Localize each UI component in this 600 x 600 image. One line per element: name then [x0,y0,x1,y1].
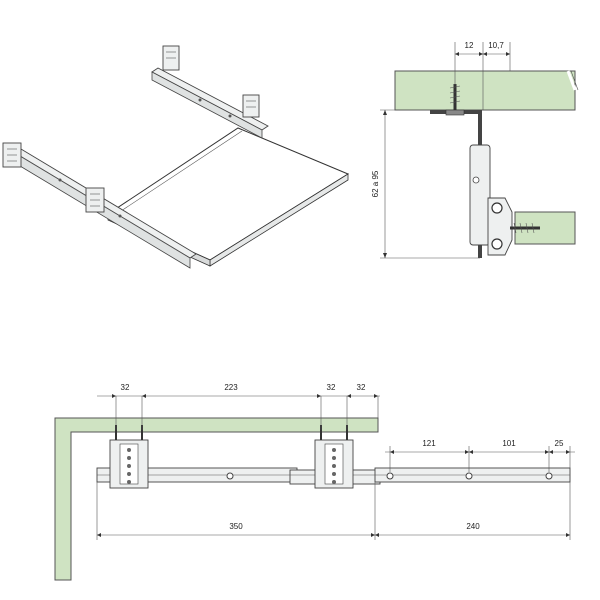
bracket-rear-left [85,187,105,213]
isometric-keyboard-tray [2,45,350,269]
dim-240: 240 [466,522,480,531]
dim-62-a-95: 62 a 95 [371,170,380,197]
dim-350: 350 [229,522,243,531]
desk-top-panel [394,70,576,111]
roller-icon [491,202,503,214]
bracket-rear-right [242,94,260,118]
screw-top-icon [445,84,465,116]
dim-top-32-c: 32 [357,383,366,392]
bottom-elevation-view: 32 223 32 32 121 101 25 350 240 [54,383,575,581]
dim-10-7: 10,7 [488,41,504,50]
dim-top-32-b: 32 [327,383,336,392]
bracket-left-icon [109,425,149,489]
dim-top-32-a: 32 [121,383,130,392]
bracket-front-left [2,142,22,168]
dim-101: 101 [502,439,516,448]
slide-profile [469,144,491,246]
dim-top-223: 223 [224,383,238,392]
bracket-front-right [162,45,180,71]
dim-25: 25 [555,439,564,448]
side-section-view: 12 10,7 62 a 95 [371,41,579,259]
bracket-right-icon [314,425,354,489]
screw-side-icon [510,222,540,234]
dim-12: 12 [465,41,474,50]
dim-121: 121 [422,439,436,448]
